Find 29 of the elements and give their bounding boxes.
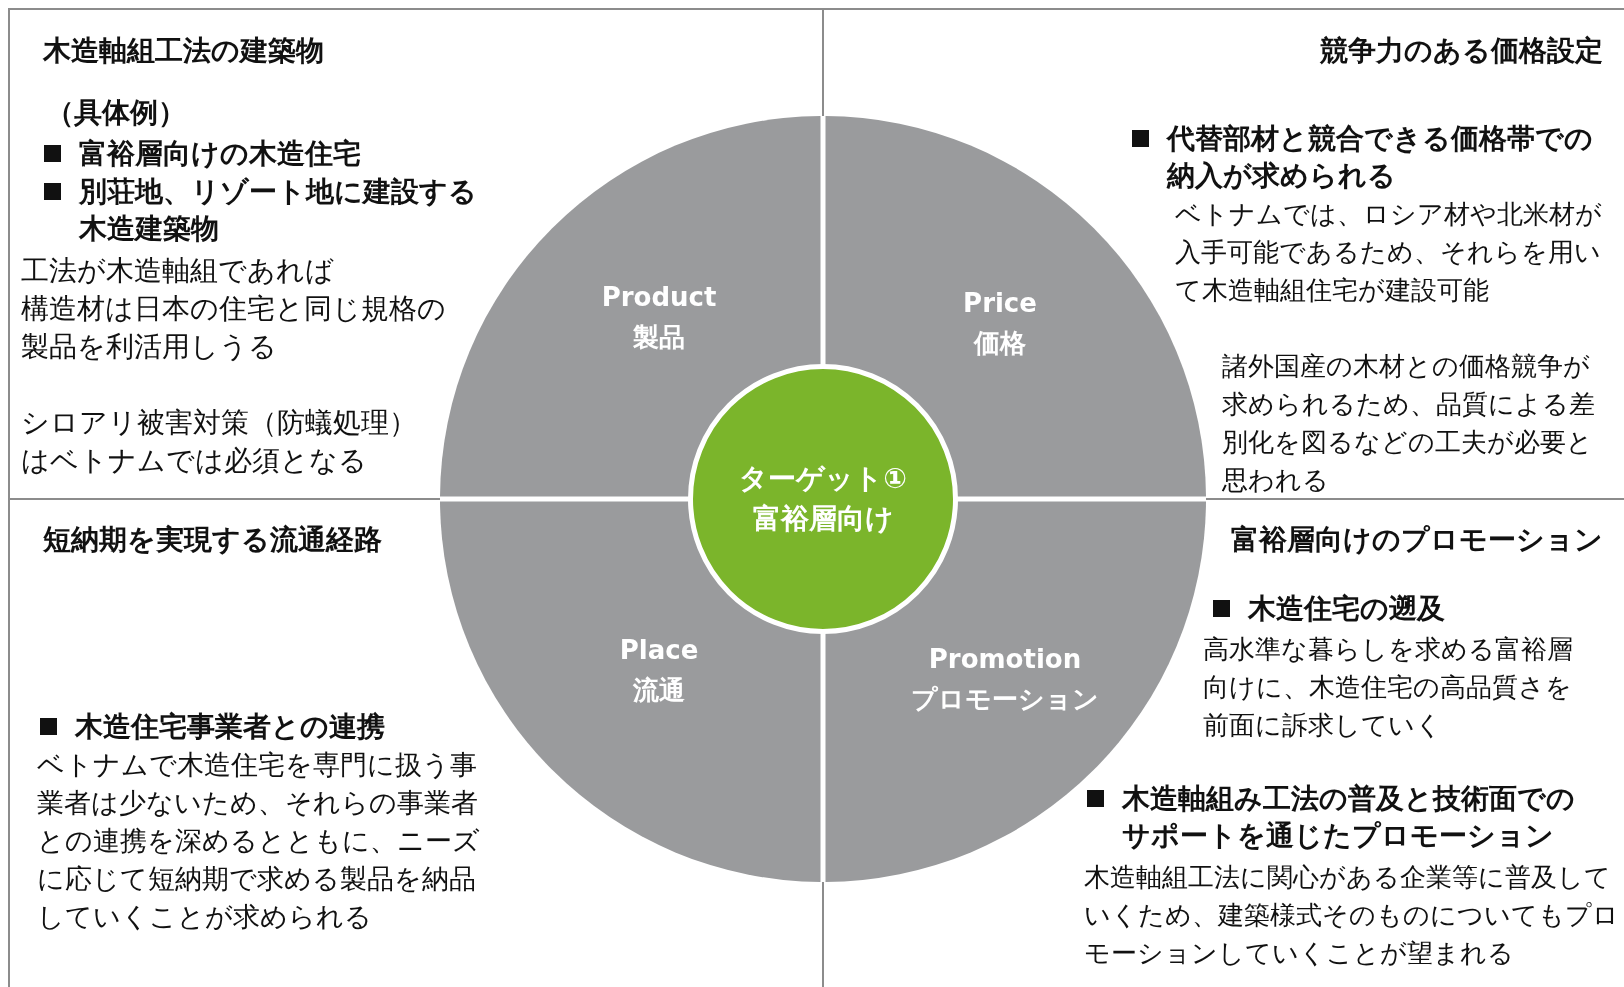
bullet-heading: 別荘地、リゾート地に建設する木造建築物 <box>79 174 478 247</box>
body-text: ベトナムでは、ロシア材や北米材が入手可能であるため、それらを用いて木造軸組住宅が建設可能 <box>1175 198 1603 307</box>
center-label: 富裕層向け <box>752 501 894 537</box>
body-text: ベトナムで木造住宅を専門に扱う事業者は少ないため、それらの事業者との連携を深めるとともに、ニーズに応じて短納期で求める製品を納品していくことが求められる <box>37 748 481 934</box>
bullet-heading: 木造住宅事業者との連携 <box>75 709 386 745</box>
bullet-heading: 富裕層向けの木造住宅 <box>79 136 362 172</box>
section-heading: 木造軸組工法の建築物 <box>43 33 325 69</box>
section-heading: 富裕層向けのプロモーション <box>1230 522 1603 558</box>
section-heading: 競争力のある価格設定 <box>1319 33 1603 69</box>
body-text: 木造軸組工法に関心がある企業等に普及していくため、建築様式そのものについてもプロモーションしていくことが望まれる <box>1084 861 1620 970</box>
body-text: 工法が木造軸組であれば <box>21 253 335 289</box>
sector-label: Price <box>963 287 1037 320</box>
body-text: 高水準な暮らしを求める富裕層向けに、木造住宅の高品質さを前面に訴求していく <box>1203 633 1574 742</box>
sector-label: 製品 <box>633 321 685 354</box>
body-text: 構造材は日本の住宅と同じ規格の製品を利活用しうる <box>21 291 447 365</box>
section-heading: 短納期を実現する流通経路 <box>43 522 383 558</box>
body-text: 諸外国産の木材との価格競争が求められるため、品質による差別化を図るなどの工夫が必要と思われる <box>1222 350 1596 497</box>
sector-label: 価格 <box>974 327 1026 360</box>
sector-label: 流通 <box>633 674 685 707</box>
center-label: ターゲット① <box>739 461 907 497</box>
bullet-heading: 代替部材と競合できる価格帯での納入が求められる <box>1167 121 1594 194</box>
body-text: シロアリ被害対策（防蟻処理）はベトナムでは必須となる <box>21 405 418 479</box>
sector-label: Promotion <box>928 643 1082 676</box>
sector-label: Place <box>619 634 699 667</box>
sector-label: Product <box>601 281 717 314</box>
bullet-heading: 木造住宅の遡及 <box>1248 591 1446 627</box>
example-heading: （具体例） <box>46 95 187 131</box>
sector-label: プロモーション <box>911 683 1099 716</box>
bullet-heading: 木造軸組み工法の普及と技術面でのサポートを通じたプロモーション <box>1122 781 1576 854</box>
